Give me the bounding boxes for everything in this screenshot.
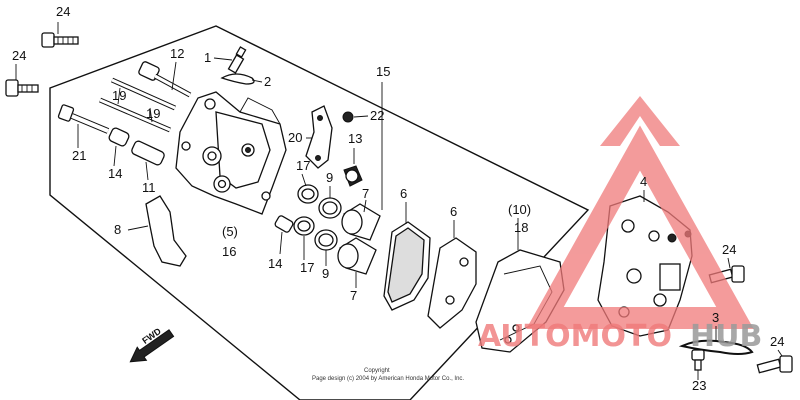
callout-label: 21 <box>72 148 86 163</box>
piston-7-lower <box>337 237 377 275</box>
caliper-body-16 <box>175 91 287 215</box>
copyright-line1: Copyright <box>364 368 390 374</box>
sleeve-14-lower <box>274 215 294 233</box>
callout-label: 9 <box>326 170 333 185</box>
callout-label: 24 <box>12 48 26 63</box>
spring-clip-3 <box>678 339 754 355</box>
forward-arrow: FWD <box>129 326 175 363</box>
callout-label: 7 <box>362 186 369 201</box>
pad-spring-8 <box>145 195 187 267</box>
assembly-frame <box>49 25 590 400</box>
callout-label: 11 <box>142 180 156 195</box>
brake-pad-6-outer <box>427 237 477 329</box>
callout-label: 22 <box>370 108 384 123</box>
bleeder-cap-2 <box>220 73 255 85</box>
callout-leader <box>353 115 369 118</box>
callout-label: 23 <box>692 378 706 393</box>
callout-label: (5) <box>222 224 238 239</box>
callout-leader <box>363 199 367 213</box>
boot-13 <box>343 165 363 187</box>
watermark-logo <box>526 96 754 329</box>
callout-label: 19 <box>112 88 126 103</box>
copyright-line2: Page design (c) 2004 by American Honda M… <box>312 376 464 382</box>
bolt-24-left <box>5 79 39 97</box>
callout-label: 3 <box>712 310 719 325</box>
brake-pad-6-inner <box>383 221 431 311</box>
callout-label: 24 <box>56 4 70 19</box>
sleeve-14-upper <box>108 127 130 147</box>
callout-label: 14 <box>268 256 282 271</box>
callout-leader <box>127 225 149 231</box>
callout-label: 16 <box>222 244 236 259</box>
bolt-24-right-lower <box>756 355 793 374</box>
callout-label: 9 <box>322 266 329 281</box>
callout-leader <box>171 61 177 91</box>
callout-label: 12 <box>170 46 184 61</box>
callout-label: 24 <box>770 334 784 349</box>
callout-label: (10) <box>508 202 531 217</box>
screw-23 <box>691 349 705 371</box>
callout-leader <box>149 107 153 123</box>
callout-label: 13 <box>348 131 362 146</box>
callout-leader <box>777 349 783 357</box>
bracket-plate-20 <box>305 105 333 169</box>
callout-label: 15 <box>376 64 390 79</box>
callout-leader <box>251 79 263 83</box>
bolt-24-top <box>41 32 79 48</box>
pin-19-lower <box>99 97 171 133</box>
callout-label: 17 <box>296 158 310 173</box>
callout-label: 1 <box>204 50 211 65</box>
callout-label: 14 <box>108 166 122 181</box>
piston-7-upper <box>341 203 381 241</box>
slide-pin-12 <box>138 61 192 98</box>
callout-label: 7 <box>350 288 357 303</box>
callout-leader <box>145 161 149 181</box>
callout-leader <box>117 87 121 105</box>
screw-22 <box>342 111 354 123</box>
callout-leader <box>301 173 307 187</box>
caliper-bracket-4 <box>597 195 693 337</box>
pin-19-upper <box>110 77 177 111</box>
callout-leader <box>727 257 731 269</box>
sleeve-11 <box>131 140 165 166</box>
callout-label: 4 <box>640 174 647 189</box>
bolt-21 <box>57 104 110 134</box>
callout-label: 17 <box>300 260 314 275</box>
callout-label: 18 <box>514 220 528 235</box>
watermark-text-right: HUB <box>690 319 762 354</box>
callout-leader <box>113 145 117 167</box>
callout-label: 2 <box>264 74 271 89</box>
callout-label: 24 <box>722 242 736 257</box>
callout-label: 19 <box>146 106 160 121</box>
callout-label: 20 <box>288 130 302 145</box>
bleeder-1 <box>227 46 247 74</box>
callout-label: 8 <box>114 222 121 237</box>
watermark-text-left: AUTOMOTO <box>478 319 672 354</box>
callout-label: 6 <box>400 186 407 201</box>
callout-leader <box>213 57 233 61</box>
callout-leader <box>279 231 283 255</box>
callout-label: 6 <box>450 204 457 219</box>
